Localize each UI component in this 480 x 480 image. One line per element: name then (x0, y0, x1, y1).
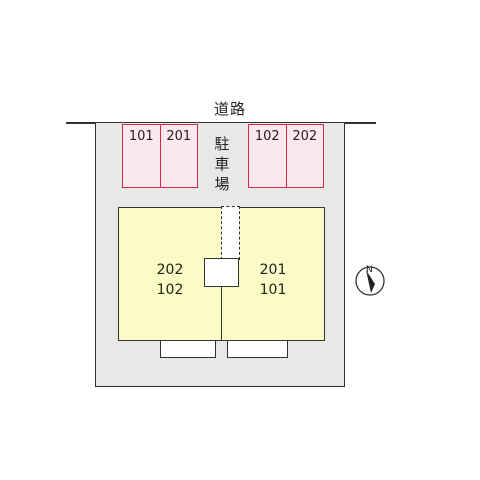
unit-left-lower: 102 (156, 282, 184, 298)
parking-label: 駐車場 (214, 135, 230, 193)
balcony-right (227, 341, 288, 358)
compass-north-label: N (366, 265, 373, 275)
parking-space-202: 202 (285, 125, 324, 187)
unit-left: 202 102 (118, 207, 222, 341)
unit-right-labels: 201 101 (222, 260, 324, 300)
stair-landing (204, 258, 239, 287)
parking-space-101: 101 (128, 129, 154, 144)
parking-space-201: 201 (159, 125, 198, 187)
road-label: 道路 (213, 100, 246, 118)
unit-right-upper: 201 (259, 262, 287, 278)
parking-group-right: 102 202 (248, 124, 324, 188)
unit-right-lower: 101 (259, 282, 287, 298)
unit-left-labels: 202 102 (119, 260, 221, 300)
road-line (66, 122, 376, 124)
balcony-left (160, 341, 216, 358)
north-arrow-icon: N (355, 265, 385, 296)
parking-space-102: 102 (254, 129, 280, 144)
parking-group-left: 101 201 (122, 124, 198, 188)
stair-passage (221, 206, 240, 260)
unit-left-upper: 202 (156, 262, 184, 278)
